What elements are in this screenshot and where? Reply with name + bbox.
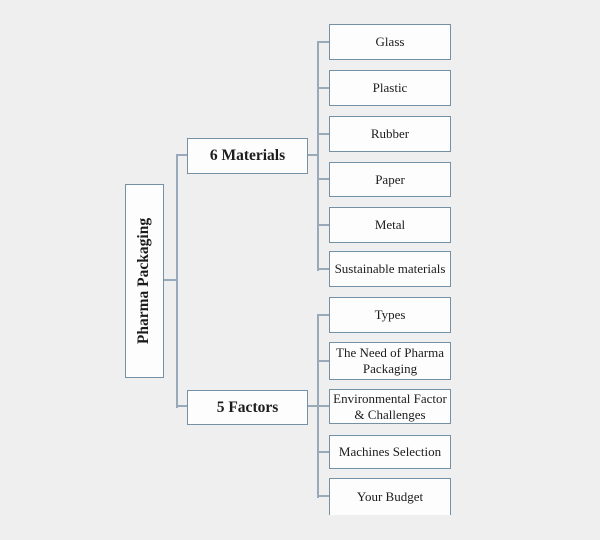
connector-factors-out [308, 405, 319, 407]
connector-stub-factors [178, 405, 188, 407]
connector-leaf-stub [319, 405, 329, 407]
root-node-pharma-packaging: Pharma Packaging [125, 184, 164, 378]
connector-materials-rail [317, 41, 319, 271]
connector-stub-materials [178, 154, 188, 156]
root-node-label: Pharma Packaging [135, 217, 153, 345]
leaf-node-need-of-pharma-packaging: The Need of Pharma Packaging [329, 342, 451, 380]
connector-root-stub [163, 279, 178, 281]
leaf-node-sustainable-materials: Sustainable materials [329, 251, 451, 287]
branch-node-materials: 6 Materials [187, 138, 308, 174]
leaf-node-glass: Glass [329, 24, 451, 60]
leaf-node-rubber: Rubber [329, 116, 451, 152]
leaf-node-metal: Metal [329, 207, 451, 243]
leaf-node-paper: Paper [329, 162, 451, 197]
connector-factors-rail [317, 314, 319, 498]
connector-leaf-stub [319, 41, 329, 43]
connector-leaf-stub [319, 224, 329, 226]
leaf-node-plastic: Plastic [329, 70, 451, 106]
leaf-node-types: Types [329, 297, 451, 333]
connector-leaf-stub [319, 133, 329, 135]
connector-leaf-stub [319, 314, 329, 316]
connector-trunk [176, 154, 178, 408]
leaf-node-your-budget: Your Budget [329, 478, 451, 515]
connector-leaf-stub [319, 178, 329, 180]
connector-leaf-stub [319, 451, 329, 453]
branch-node-factors: 5 Factors [187, 390, 308, 425]
leaf-node-environmental-factor-challenges: Environmental Factor & Challenges [329, 389, 451, 424]
connector-leaf-stub [319, 495, 329, 497]
connector-leaf-stub [319, 360, 329, 362]
leaf-node-machines-selection: Machines Selection [329, 435, 451, 469]
connector-leaf-stub [319, 268, 329, 270]
connector-leaf-stub [319, 87, 329, 89]
connector-materials-out [307, 154, 319, 156]
